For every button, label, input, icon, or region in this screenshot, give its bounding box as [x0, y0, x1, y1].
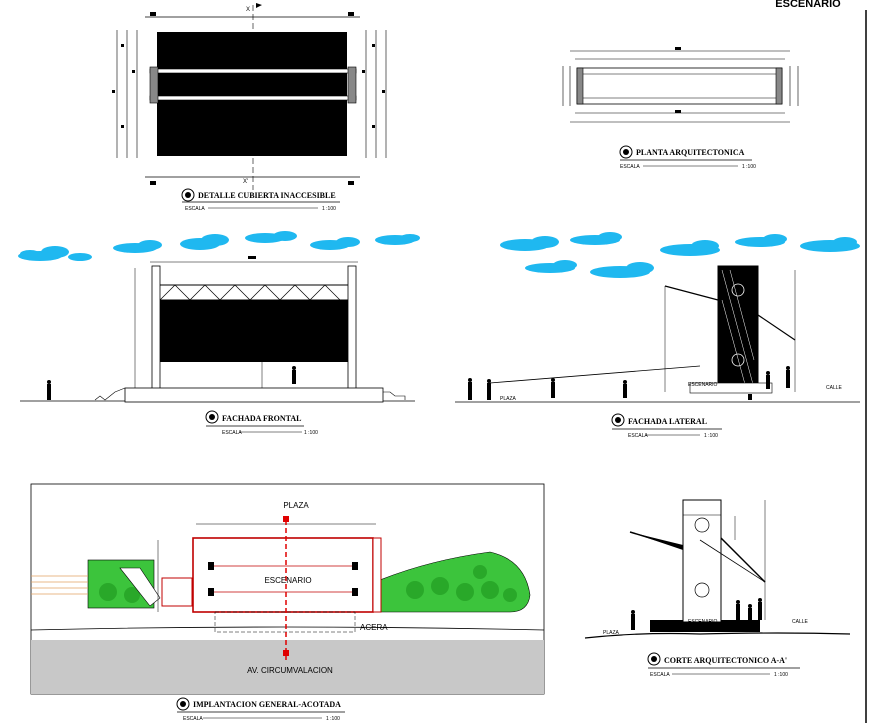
implantacion-acera-label: ACERA: [360, 623, 388, 632]
corte-scale: 1 :100: [774, 672, 788, 678]
corte-scale-label: ESCALA: [650, 672, 670, 678]
cubierta-title: DETALLE CUBIERTA INACCESIBLE: [198, 191, 336, 200]
sheet-title: ESCENARIO: [775, 0, 841, 10]
axis-label-top: X: [246, 7, 250, 13]
lateral-calle-label: CALLE: [826, 385, 843, 391]
implantacion-escenario-label: ESCENARIO: [264, 576, 311, 585]
implantacion-view: PLAZA ESCENARIO ACERA AV. CIRCUMVALACION…: [30, 483, 545, 722]
cubierta-view: X X' DETALLE CUBIERTA INACCESIBLE ESCALA…: [112, 3, 387, 212]
lateral-escenario-label: ESCENARIO: [688, 382, 718, 388]
fachada-frontal-scale-label: ESCALA: [222, 430, 242, 436]
corte-title: CORTE ARQUITECTONICO A-A': [664, 656, 787, 665]
implantacion-title: IMPLANTACION GENERAL-ACOTADA: [193, 700, 341, 709]
clouds: [18, 231, 860, 278]
fachada-lateral-scale: 1 :100: [704, 433, 718, 439]
implantacion-scale: 1 :100: [326, 716, 340, 722]
corte-view: PLAZA ESCENARIO CALLE CORTE ARQUITECTONI…: [584, 499, 851, 678]
planta-view: PLANTA ARQUITECTONICA ESCALA 1 :100: [562, 47, 799, 170]
road: [31, 640, 544, 694]
fachada-frontal-view: FACHADA FRONTAL ESCALA 1 :100: [20, 256, 415, 436]
corte-escenario-label: ESCENARIO: [688, 619, 718, 625]
cubierta-scale: 1 :100: [322, 206, 336, 212]
fachada-lateral-view: PLAZA ESCENARIO CALLE FACHADA LATERAL ES…: [455, 265, 860, 439]
corte-plaza-label: PLAZA: [603, 630, 620, 636]
corte-calle-label: CALLE: [792, 619, 809, 625]
axis-label-bottom: X': [243, 179, 248, 185]
lateral-plaza-label: PLAZA: [500, 396, 517, 402]
planta-scale: 1 :100: [742, 164, 756, 170]
implantacion-scale-label: ESCALA: [183, 716, 203, 722]
fachada-frontal-title: FACHADA FRONTAL: [222, 414, 301, 423]
roof-slab: [157, 32, 347, 156]
fachada-lateral-scale-label: ESCALA: [628, 433, 648, 439]
fachada-frontal-scale: 1 :100: [304, 430, 318, 436]
fachada-lateral-title: FACHADA LATERAL: [628, 417, 707, 426]
planta-scale-label: ESCALA: [620, 164, 640, 170]
planta-title: PLANTA ARQUITECTONICA: [636, 148, 745, 157]
implantacion-plaza-label: PLAZA: [283, 501, 309, 510]
cubierta-scale-label: ESCALA: [185, 206, 205, 212]
implantacion-avenida-label: AV. CIRCUMVALACION: [247, 666, 333, 675]
stage-outline: [192, 537, 374, 613]
